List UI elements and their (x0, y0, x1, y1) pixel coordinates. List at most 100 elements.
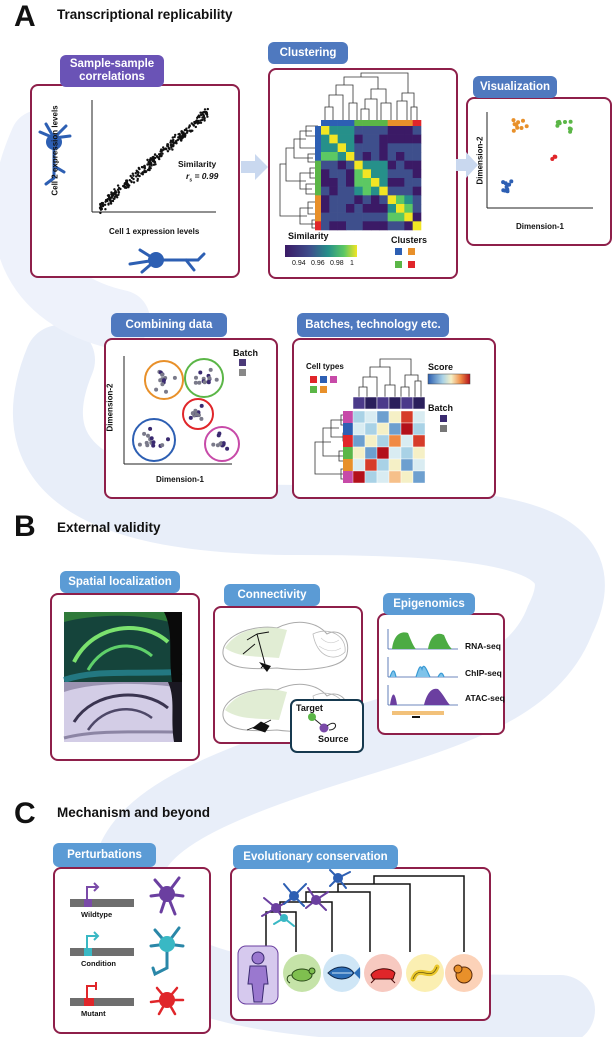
scatter-point (110, 193, 113, 196)
heatmap-cell (404, 204, 413, 213)
scatter-point (175, 142, 178, 145)
batch-cell (412, 396, 426, 410)
scatter-point (199, 121, 203, 124)
heatmap-cell (321, 126, 330, 135)
scatter-point (187, 126, 191, 129)
cluster-bar-cell (329, 120, 338, 126)
scatter-point (125, 179, 129, 182)
cluster-point (206, 380, 211, 385)
heatmap-cell (354, 134, 363, 144)
clustering-dendrogram-top (324, 72, 418, 121)
viz-point (563, 120, 567, 124)
scatter-point (170, 144, 173, 148)
heatmap-cell (396, 143, 405, 153)
heatmap-cell (337, 143, 347, 153)
batch-cell (400, 396, 414, 410)
heatmap-cell (329, 178, 338, 187)
score-cell (352, 458, 366, 472)
heatmap-cell (337, 152, 347, 161)
heatmap-cell (354, 186, 363, 196)
scatter-point (157, 153, 161, 156)
heatmap-cell (346, 169, 355, 179)
cluster-bar-cell (371, 120, 380, 126)
cluster-bar-cell (337, 120, 347, 126)
heatmap-cell (387, 178, 397, 187)
heatmap-cell (337, 160, 347, 170)
scatter-point (151, 158, 154, 161)
heatmap-cell (329, 195, 338, 205)
scatter-point (161, 152, 164, 155)
cluster-bar-cell (321, 120, 330, 126)
scatter-point (192, 124, 195, 127)
heatmap-cell (404, 169, 413, 179)
scatter-point (148, 160, 151, 163)
scatter-point (206, 115, 209, 118)
heatmap-cell (346, 204, 355, 213)
batches-batch-row (352, 396, 426, 410)
fly-icon (445, 954, 483, 992)
score-cell (352, 470, 366, 484)
heatmap-cell (346, 143, 355, 153)
combining-tab: Combining data (111, 313, 227, 337)
heatmap-cell (371, 134, 380, 144)
human-icon (237, 945, 279, 1005)
heatmap-cell (379, 186, 388, 196)
connectivity-brain-top (222, 621, 349, 672)
scatter-point (182, 134, 185, 137)
scatter-point (134, 172, 137, 175)
score-cell (352, 434, 366, 448)
cluster-bar-cell (315, 169, 321, 179)
cluster-point (137, 442, 142, 447)
viz-point (567, 126, 572, 131)
score-color-scale (427, 373, 471, 385)
cluster-bar-cell (315, 204, 321, 213)
scatter-point (123, 185, 126, 189)
worm-icon (406, 954, 444, 992)
cluster-bar-cell (315, 186, 321, 196)
scatter-point (206, 107, 209, 111)
scatter-point (131, 172, 134, 175)
cluster-ring (144, 360, 184, 400)
score-cell (352, 410, 366, 424)
wildtype-gene (70, 882, 134, 907)
heatmap-cell (362, 169, 372, 179)
cluster-bar-cell (354, 120, 363, 126)
heatmap-cell (362, 186, 372, 196)
fish-icon (323, 954, 361, 992)
heatmap-cell (379, 204, 388, 213)
scatter-point (166, 150, 170, 153)
heatmap-cell (354, 221, 363, 231)
mutant-label: Mutant (81, 1009, 106, 1018)
scatter-point (160, 148, 163, 151)
heatmap-cell (412, 134, 422, 144)
batches-batch-label: Batch (428, 403, 454, 413)
cluster-bar-cell (315, 152, 321, 161)
scatter-point (171, 148, 174, 151)
scatter-point (194, 125, 197, 129)
heatmap-cell (329, 134, 338, 144)
cluster-point (199, 416, 204, 421)
cluster-point (225, 446, 230, 451)
score-cell (364, 410, 378, 424)
cluster-point (162, 378, 166, 383)
score-cell (388, 422, 402, 436)
viz-point (552, 154, 557, 159)
cluster-color-bar-top (321, 120, 422, 126)
heatmap-cell (371, 204, 380, 213)
score-cell (376, 410, 390, 424)
clustering-heatmap (321, 126, 422, 231)
cluster-point (172, 375, 177, 380)
cluster-bar-cell (315, 134, 321, 144)
spatial-tab: Spatial localization (60, 571, 180, 593)
scatter-point (117, 190, 120, 193)
atac-seq-label: ATAC-seq (465, 693, 505, 703)
cluster-point (160, 372, 165, 377)
scatter-point (188, 124, 191, 127)
heatmap-cell (396, 152, 405, 161)
scatter-point (109, 200, 113, 203)
section-a-letter: A (14, 0, 36, 33)
heatmap-cell (379, 221, 388, 231)
scatter-point (100, 206, 103, 210)
heatmap-cell (337, 169, 347, 179)
scatter-point (173, 141, 176, 144)
